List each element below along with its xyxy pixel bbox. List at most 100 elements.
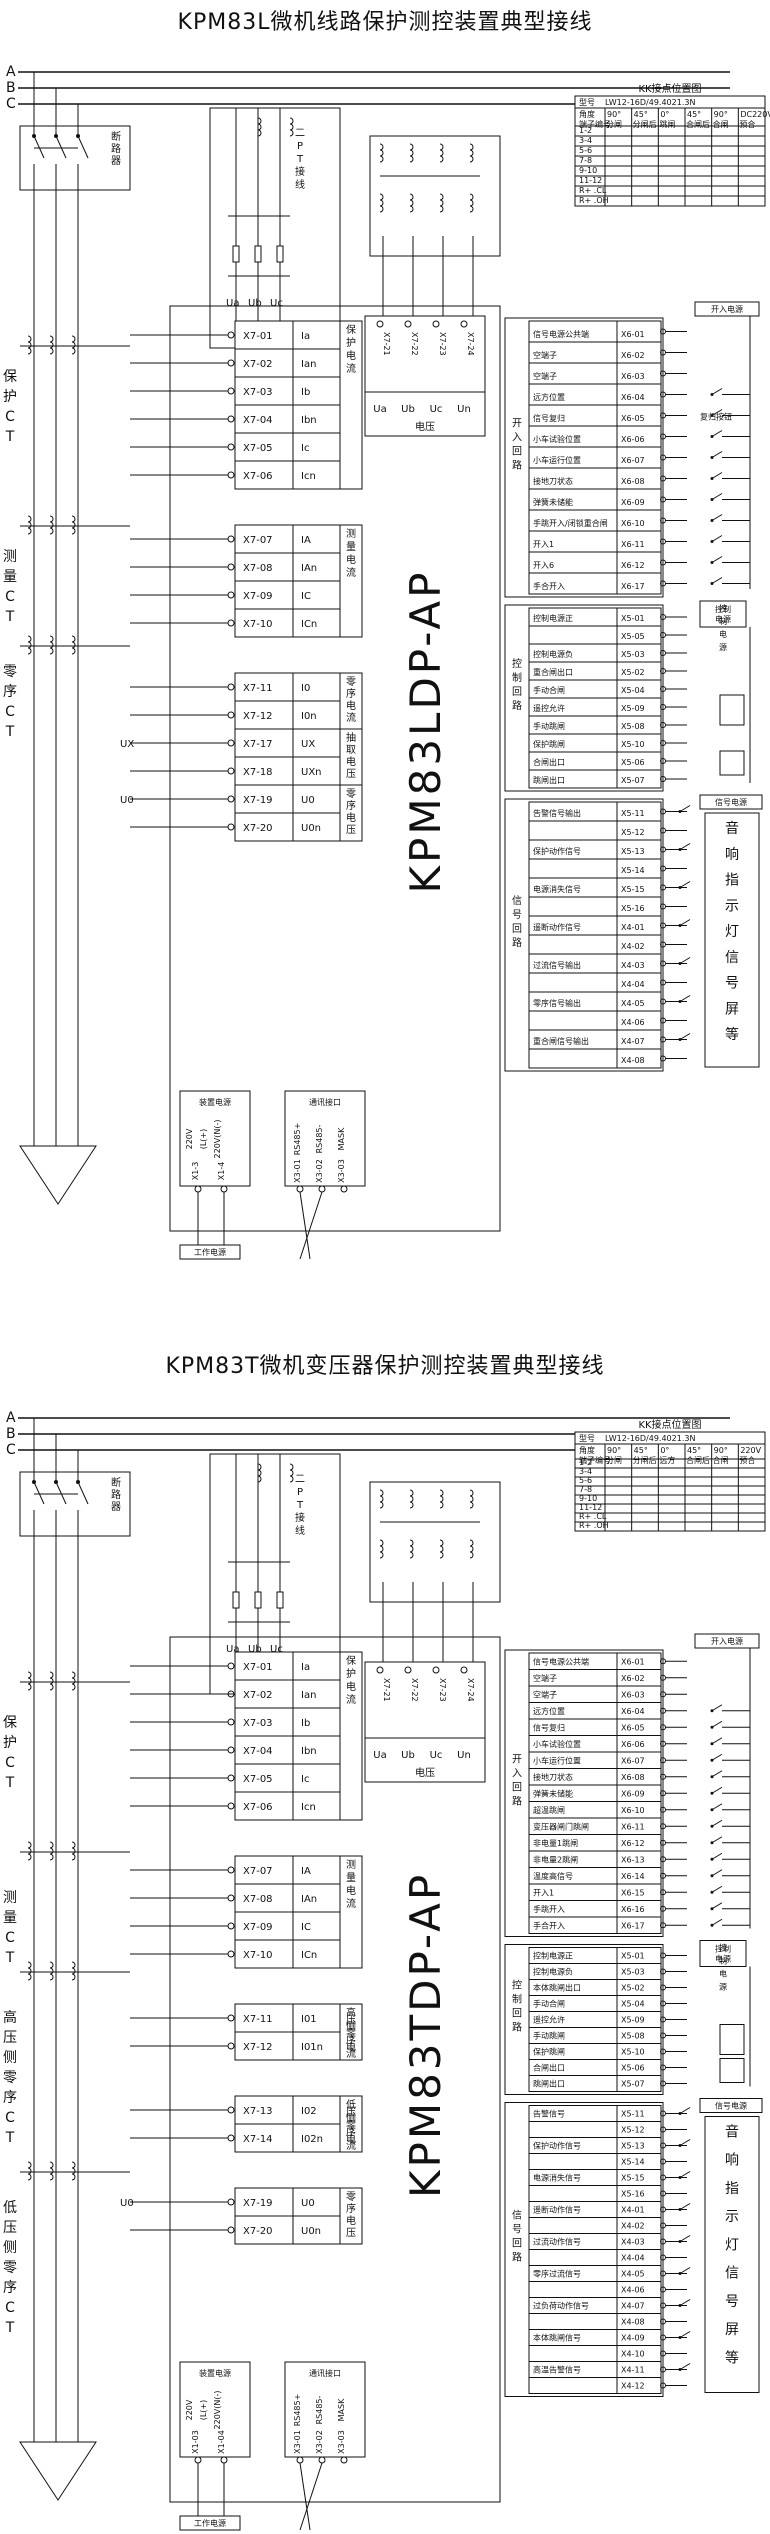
contact-node (710, 582, 714, 585)
voltage-name: Uc (430, 1750, 443, 1761)
comm-item: RS485- (315, 2395, 324, 2424)
control-label: 回 (512, 2008, 522, 2020)
contact (679, 843, 691, 850)
current-group-label: 电 (346, 755, 356, 768)
signal-label: 信 (512, 895, 522, 907)
input-name: 小车运行位置 (533, 455, 581, 465)
current-group-label: 压 (346, 2106, 356, 2118)
current-terminal-node (227, 739, 235, 747)
signal-terminal: X5-11 (621, 809, 645, 818)
signal-terminal-node (660, 998, 666, 1005)
current-row (234, 1735, 341, 1765)
power-item: 220V(N(-) (213, 1120, 222, 1159)
bus-label-A: A (6, 64, 16, 80)
control-terminal: X5-09 (621, 704, 645, 713)
power-terminal-node (220, 2456, 228, 2464)
pt2-coil (439, 155, 444, 163)
ux-label: UX (120, 739, 134, 750)
current-row (234, 784, 341, 814)
voltage-terminal-node (404, 320, 412, 328)
side-label-ct: T (5, 724, 15, 740)
input-terminal: X6-12 (621, 1839, 645, 1848)
current-row (234, 2215, 341, 2245)
current-group-label: 电 (346, 2132, 356, 2145)
signal-terminal: X4-02 (621, 2222, 645, 2231)
signal-terminal-node (660, 922, 666, 929)
signal-name: 零序信号输出 (533, 998, 581, 1008)
current-terminal: X7-04 (243, 1746, 273, 1757)
side-label-ct: T (5, 429, 15, 445)
pt2-coil (409, 193, 414, 201)
pt-label: T (296, 154, 304, 165)
current-terminal-node (227, 2226, 235, 2234)
ct-coil (71, 1847, 76, 1855)
ct-coil (27, 2167, 32, 2175)
ct-coil (49, 347, 54, 355)
signal-terminal: X5-16 (621, 2190, 645, 2199)
current-signal: ICn (301, 1950, 317, 1961)
pt2-coil (439, 1495, 444, 1503)
side-label-ct: 零 (3, 2260, 17, 2276)
pt2-coil (469, 143, 474, 151)
current-signal: U0 (301, 795, 315, 806)
signal-terminal: X5-12 (621, 2126, 645, 2135)
ct-coil (27, 1841, 32, 1849)
kk-row: 9-10 (579, 166, 597, 175)
current-signal: Ibn (301, 415, 317, 426)
signal-name: 过负荷动作信号 (533, 2301, 589, 2311)
current-terminal-node (227, 2042, 235, 2050)
pt-coil (289, 123, 294, 131)
control-name-cell (528, 625, 618, 645)
pt2-coil (439, 1551, 444, 1559)
current-terminal: X7-13 (243, 2106, 273, 2117)
contact-node (678, 2304, 682, 2307)
current-row (234, 524, 341, 554)
current-group-label: 测 (346, 1858, 356, 1871)
current-group-label: 低 (346, 2098, 356, 2111)
side-label-ct: 侧 (3, 2050, 17, 2066)
control-name: 本体跳闸出口 (533, 1983, 581, 1993)
control-terminal-node (660, 2032, 666, 2039)
input-terminal: X6-10 (621, 519, 645, 528)
current-group-label: 零 (346, 676, 356, 688)
breaker-label: 器 (111, 1501, 121, 1513)
control-label: 路 (512, 2021, 522, 2034)
current-group-label: 序 (346, 799, 356, 812)
kk-row: R+ .CL (579, 1512, 607, 1521)
kk-row: 3-4 (579, 136, 592, 145)
current-group-label: 电 (346, 553, 356, 566)
breaker-node (32, 134, 36, 138)
reset-button-label: 复归按钮 (700, 412, 732, 422)
input-name: 手跳开入 (533, 1904, 565, 1914)
input-terminal: X6-01 (621, 1658, 645, 1667)
contact-node (710, 1725, 714, 1729)
side-label-ct: C (5, 2300, 15, 2316)
signal-power-box (699, 794, 763, 810)
kk-row: 1-2 (579, 1458, 592, 1467)
current-terminal: X7-12 (243, 711, 273, 722)
signal-name-cell (528, 2345, 618, 2362)
pt-coil (289, 117, 294, 125)
kk-corner: 角度 (579, 109, 595, 119)
current-terminal: X7-20 (243, 823, 273, 834)
current-row (234, 672, 341, 702)
current-group-label: 压 (346, 2014, 356, 2026)
current-terminal-node (227, 535, 235, 543)
ct-coil (49, 1973, 54, 1981)
current-signal: UX (301, 739, 315, 750)
ct-coil (71, 2161, 76, 2169)
pt2-coil (409, 143, 414, 151)
control-name: 跳闸出口 (533, 775, 565, 785)
pt2-coil (379, 1489, 384, 1497)
control-power-label: 控 (719, 603, 727, 613)
contact (679, 2139, 691, 2146)
ct-coil (27, 1847, 32, 1855)
current-terminal-node (227, 2014, 235, 2022)
side-label-ct: 高 (3, 2009, 17, 2026)
current-signal: U0n (301, 2226, 321, 2237)
current-group-label: 电 (346, 2214, 356, 2227)
ct-coil (71, 2173, 76, 2181)
signal-terminal-node (660, 960, 666, 967)
pt-fuse (254, 245, 262, 263)
voltage-name: Ub (401, 404, 415, 415)
